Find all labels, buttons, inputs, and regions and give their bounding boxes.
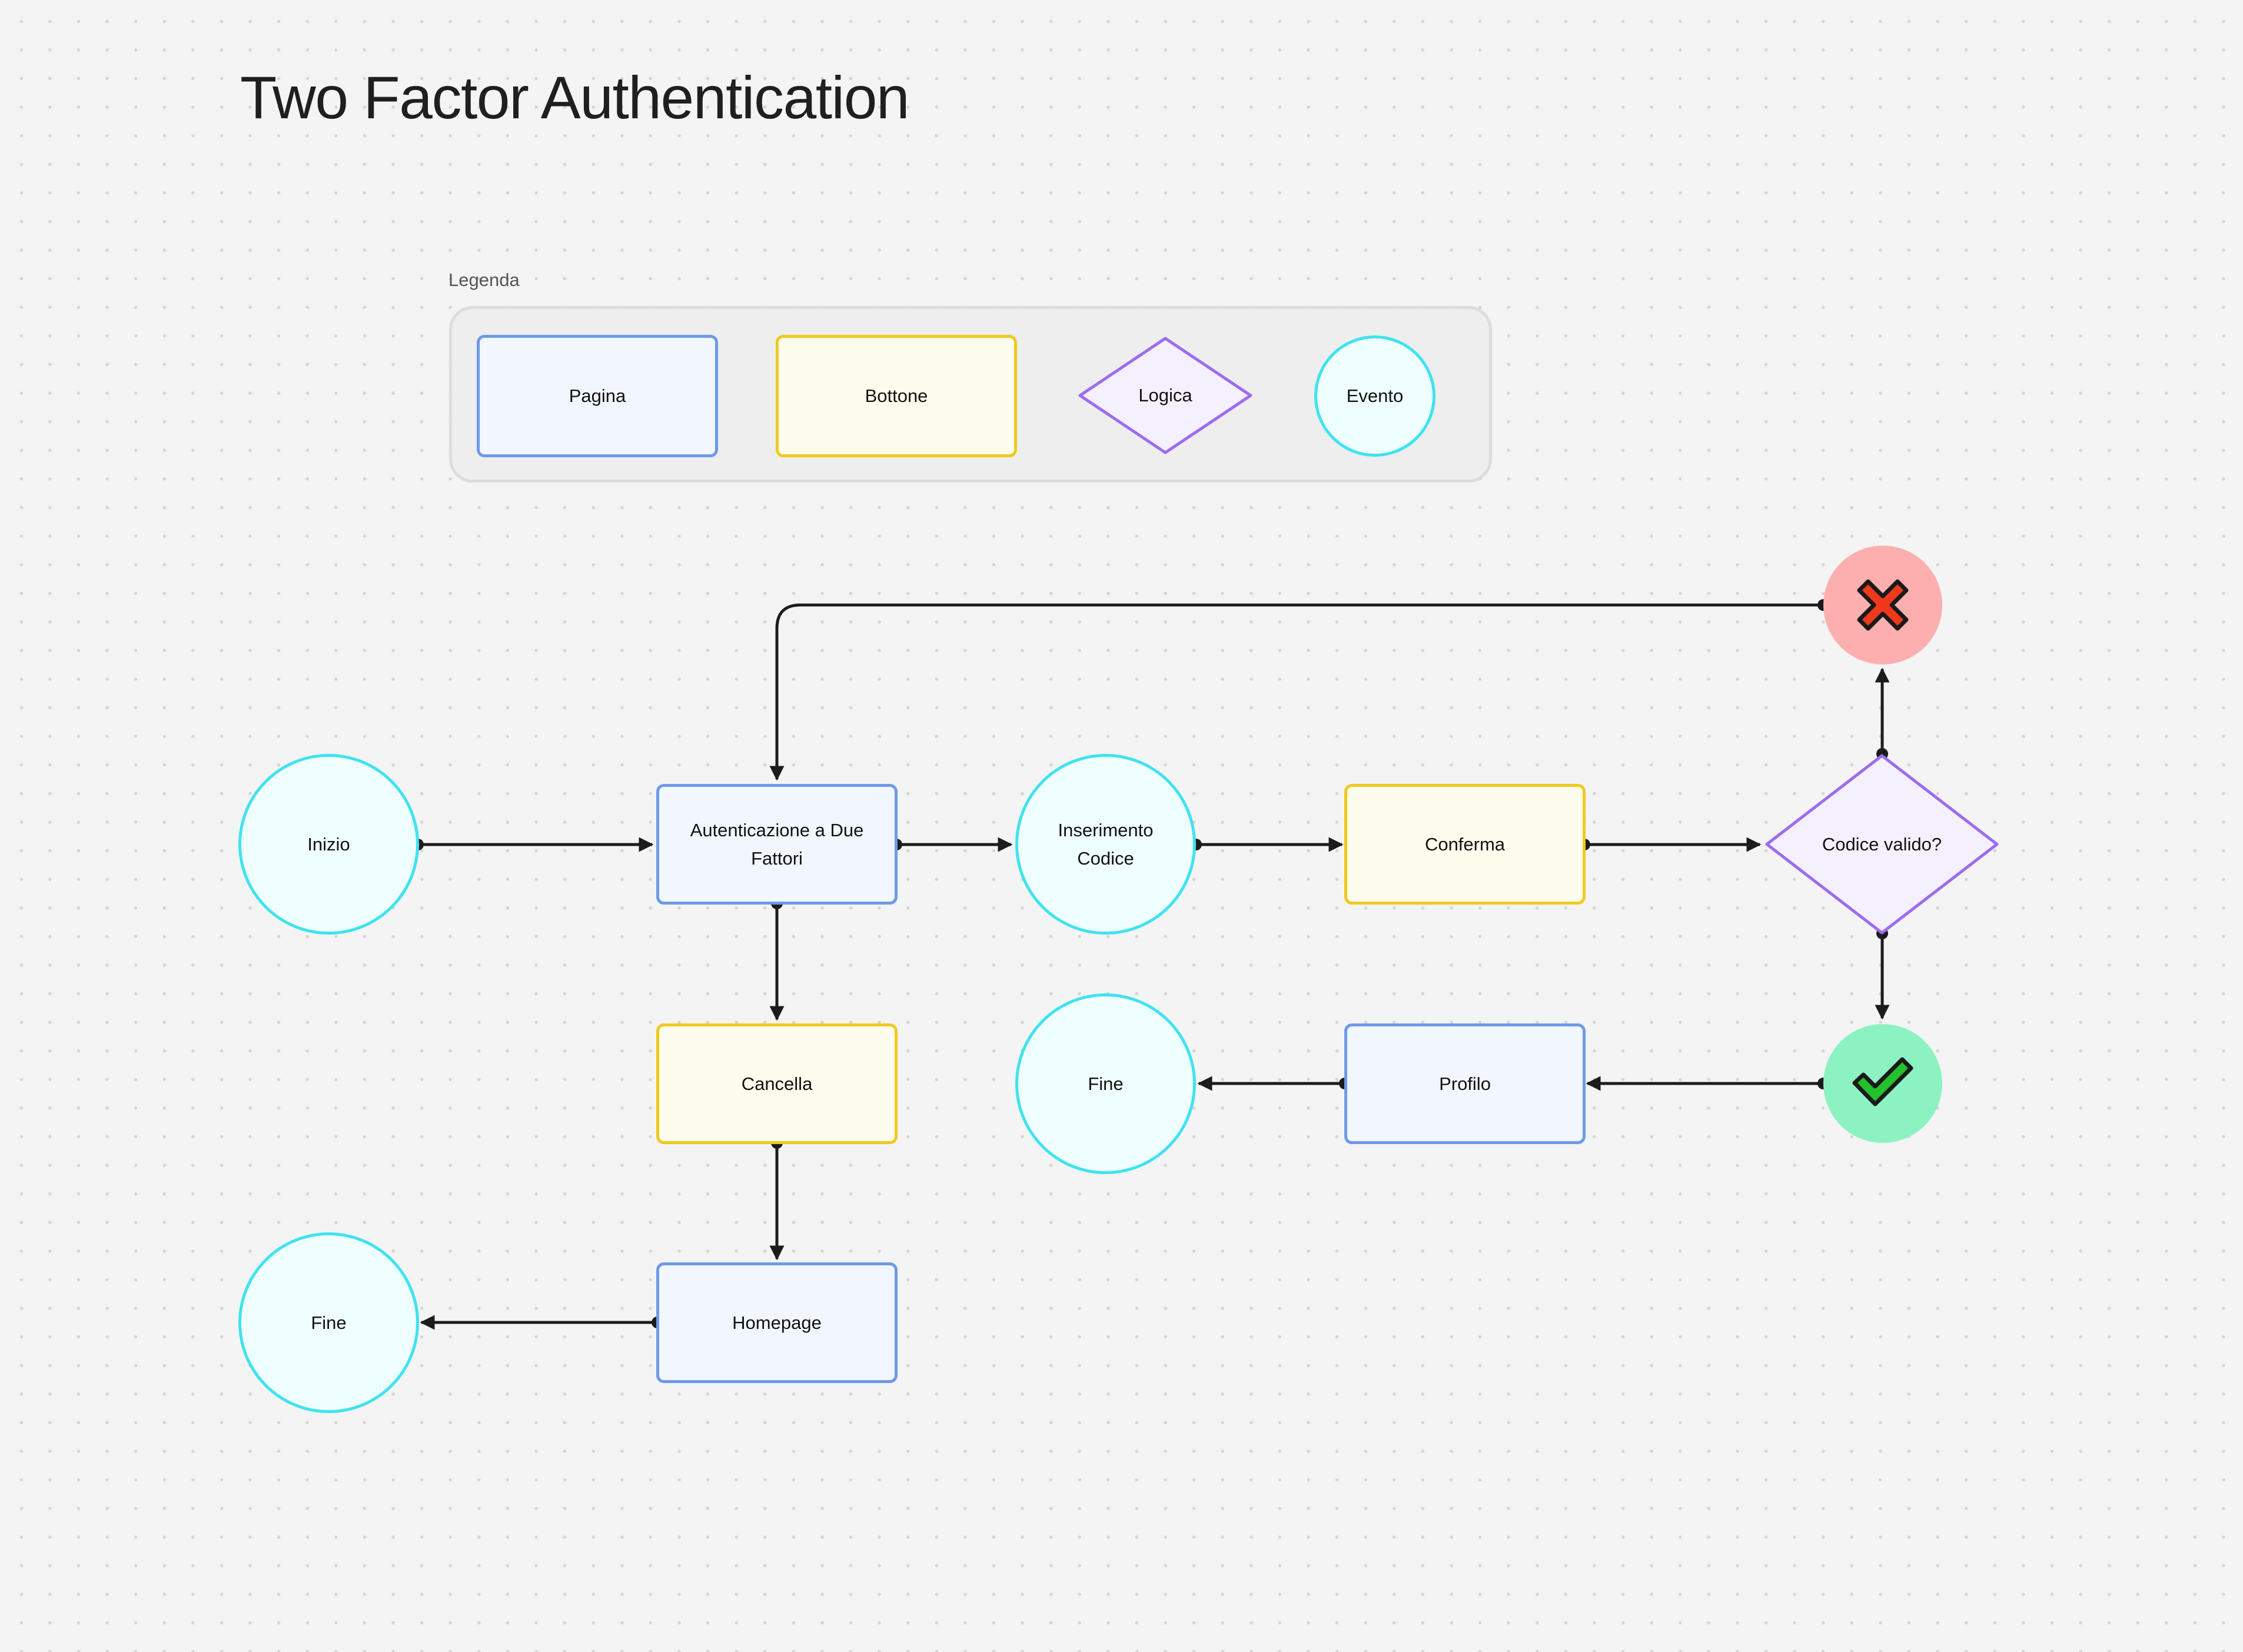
node-inizio[interactable]: Inizio	[238, 754, 419, 935]
edge-cancella-homepage	[769, 1137, 785, 1261]
edge-errore-autenticazione	[769, 599, 1829, 781]
legend-item-logic[interactable]: Logica	[1078, 337, 1252, 454]
node-label-line-1: Autenticazione a Due	[690, 819, 864, 840]
diamond-shape	[1078, 337, 1252, 454]
node-label-line-2: Fattori	[751, 847, 803, 869]
node-label: Fine	[311, 1312, 347, 1333]
node-homepage[interactable]: Homepage	[656, 1262, 898, 1383]
edge-codice-valido-successo	[1875, 928, 1890, 1020]
node-label: Cancella	[741, 1073, 813, 1094]
edge-autenticazione-inserimento	[890, 837, 1013, 852]
edge-inizio-autenticazione	[412, 837, 654, 852]
legend-item-button[interactable]: Bottone	[776, 335, 1017, 457]
node-fine-profilo[interactable]: Fine	[1015, 993, 1196, 1174]
edge-profilo-fine	[1197, 1076, 1351, 1091]
diamond-shape	[1765, 754, 1999, 935]
edge-codice-valido-errore	[1875, 667, 1890, 760]
node-label: Conferma	[1424, 833, 1506, 855]
legend-item-label: Pagina	[569, 385, 626, 406]
legend-title: Legenda	[448, 270, 520, 290]
node-label-line-2: Codice	[1077, 847, 1134, 869]
legend-item-event[interactable]: Evento	[1314, 335, 1435, 457]
node-inserimento-codice[interactable]: Inserimento Codice	[1015, 754, 1196, 935]
node-autenticazione[interactable]: Autenticazione a Due Fattori	[656, 784, 898, 905]
node-label: Fine	[1088, 1073, 1124, 1094]
edge-homepage-fine	[420, 1315, 663, 1330]
edge-inserimento-conferma	[1190, 837, 1344, 852]
check-icon	[1852, 1057, 1913, 1106]
legend-item-label: Logica	[1138, 385, 1192, 405]
node-errore[interactable]	[1823, 546, 1942, 664]
node-cancella[interactable]: Cancella	[656, 1023, 898, 1144]
legend-item-label: Bottone	[865, 385, 928, 406]
legend-item-label: Evento	[1346, 385, 1404, 406]
cross-icon	[1857, 579, 1909, 631]
node-conferma[interactable]: Conferma	[1344, 784, 1586, 905]
node-successo[interactable]	[1823, 1024, 1942, 1143]
edge-autenticazione-cancella	[769, 898, 785, 1021]
node-label: Homepage	[732, 1312, 822, 1333]
node-label-line-1: Inserimento	[1058, 819, 1154, 840]
node-label: Codice valido?	[1822, 833, 1942, 855]
node-fine-homepage[interactable]: Fine	[238, 1232, 419, 1413]
node-label: Profilo	[1439, 1073, 1491, 1094]
node-codice-valido[interactable]: Codice valido?	[1765, 754, 1999, 935]
node-label: Inizio	[307, 833, 350, 855]
edge-conferma-codice-valido	[1579, 837, 1762, 852]
edge-successo-profilo	[1586, 1076, 1829, 1091]
legend-item-page[interactable]: Pagina	[477, 335, 718, 457]
diagram-title: Two Factor Authentication	[240, 64, 910, 131]
node-profilo[interactable]: Profilo	[1344, 1023, 1586, 1144]
